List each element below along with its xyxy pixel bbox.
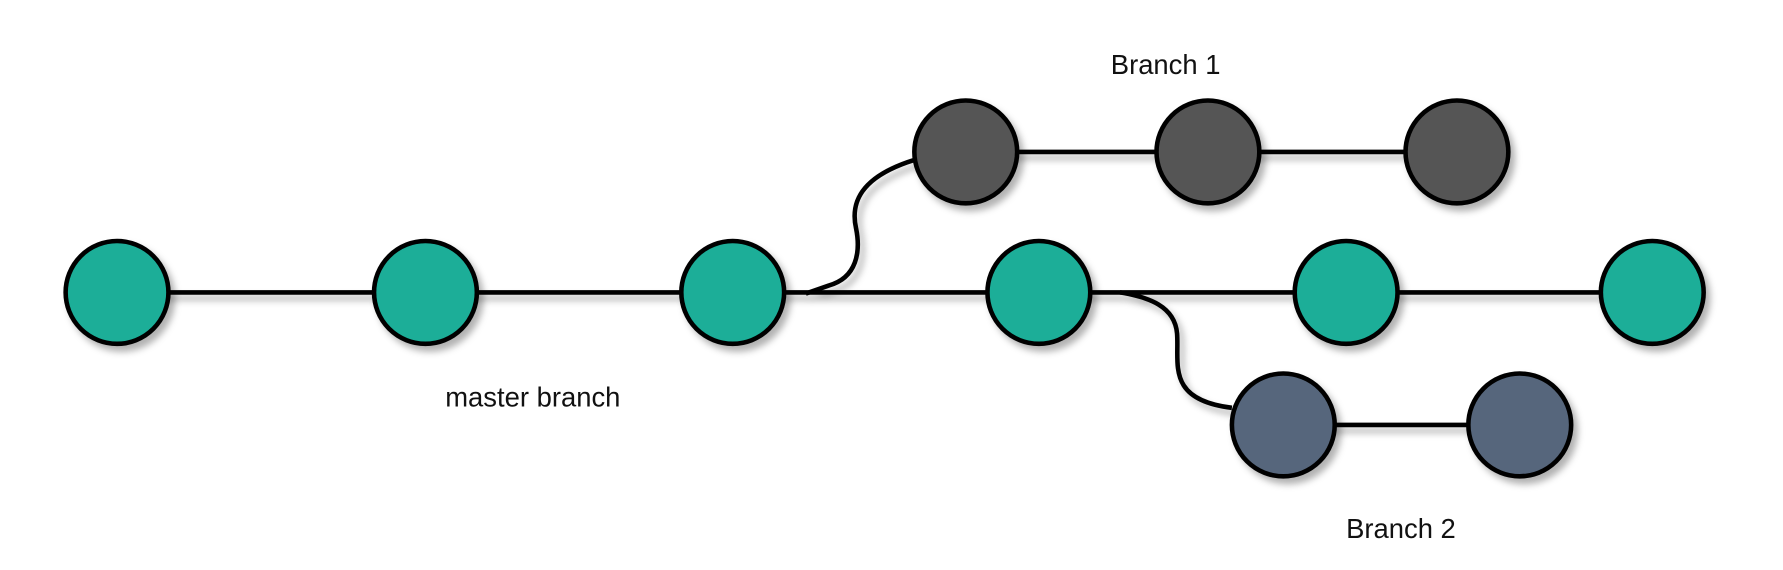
master-commit-node	[1598, 238, 1706, 347]
branch2-commit-node	[1229, 371, 1337, 479]
master-commit-node	[679, 238, 787, 347]
master-branch-label: master branch	[445, 382, 620, 413]
master-commit-node	[985, 238, 1093, 347]
branch1-label: Branch 1	[1111, 49, 1221, 80]
branch1-fork-curve	[805, 157, 916, 296]
master-commit-node	[1292, 238, 1400, 347]
branch2-fork-curve	[1119, 290, 1233, 411]
branch1-commit-node	[912, 98, 1020, 206]
branch1-commit-node	[1154, 98, 1262, 206]
branch2-commit-node	[1466, 371, 1574, 479]
branch2-label: Branch 2	[1346, 513, 1456, 544]
branch1-commit-node	[1403, 98, 1511, 206]
master-commit-node	[63, 238, 171, 347]
master-commit-node	[371, 238, 480, 347]
